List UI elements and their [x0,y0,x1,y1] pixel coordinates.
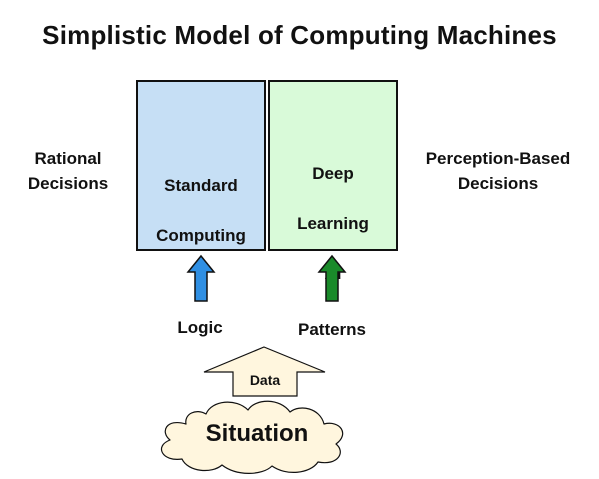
deep-learning-ai-box: Deep Learning AI [268,80,398,283]
standard-computing-line1: Standard [164,176,238,195]
logic-arrow [186,254,216,302]
standard-computing-label: Standard Computing [156,148,246,273]
data-label: Data [249,372,281,388]
deep-learning-line1: Deep [312,164,354,183]
logic-label: Logic [177,318,223,337]
diagram-title: Simplistic Model of Computing Machines [42,20,557,50]
situation-cloud [160,400,344,474]
rational-decisions-line1: Rational [34,149,102,168]
data-arrow [203,346,326,397]
rational-decisions-label: Rational Decisions [18,146,118,196]
perception-decisions-line1: Perception-Based [425,149,571,168]
standard-computing-box: Standard Computing [136,80,266,251]
perception-decisions-label: Perception-Based Decisions [400,146,596,196]
standard-computing-line2: Computing [156,226,246,245]
deep-learning-line2: Learning [297,214,369,233]
rational-decisions-line2: Decisions [27,174,109,193]
perception-decisions-line2: Decisions [457,174,539,193]
patterns-arrow [317,254,347,302]
patterns-label: Patterns [297,320,367,339]
situation-label: Situation [205,420,309,447]
